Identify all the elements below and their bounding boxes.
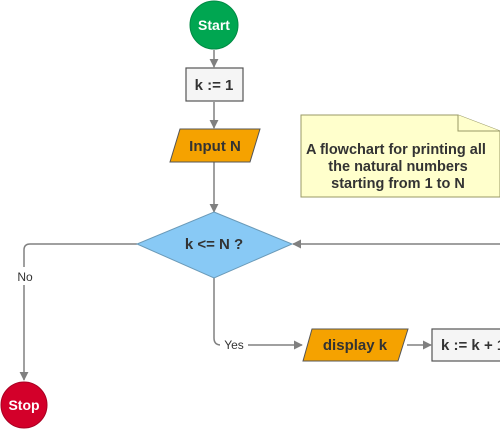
display-shape [302,328,409,362]
display-label: display k [323,337,388,354]
note-line-2: the natural numbers [328,159,467,175]
input-shape [169,128,261,163]
input-node: Input N [169,128,261,163]
connectors [19,50,500,381]
edge-decision-to-stop [19,243,137,381]
note-line-3: starting from 1 to N [331,176,465,192]
decision-label: k <= N ? [185,236,243,253]
start-node: Start [189,0,239,50]
edge-label-yes: Yes [220,336,248,354]
increment-process-shape [431,328,500,362]
note-shape [300,114,500,198]
increment-process-label: k := k + 1 [441,337,500,354]
edge-label-yes-text: Yes [224,338,244,352]
init-process-shape [185,67,244,102]
note-node: A flowchart for printing all the natural… [300,114,500,198]
edge-decision-to-display [213,278,303,350]
note-fold [457,115,500,132]
edge-label-no: No [13,267,37,285]
decision-shape [135,211,294,279]
decision-node: k <= N ? [135,211,294,279]
start-shape [189,0,239,50]
stop-label: Stop [8,397,39,413]
note-line-1: A flowchart for printing all [306,142,486,158]
display-node: display k [302,328,409,362]
input-label: Input N [189,138,241,155]
stop-node: Stop [0,381,48,429]
start-label: Start [198,17,230,33]
edge-label-no-text: No [17,270,33,284]
init-process-label: k := 1 [195,77,234,94]
init-process-node: k := 1 [185,67,244,102]
stop-shape [0,381,48,429]
increment-process-node: k := k + 1 [431,328,500,362]
